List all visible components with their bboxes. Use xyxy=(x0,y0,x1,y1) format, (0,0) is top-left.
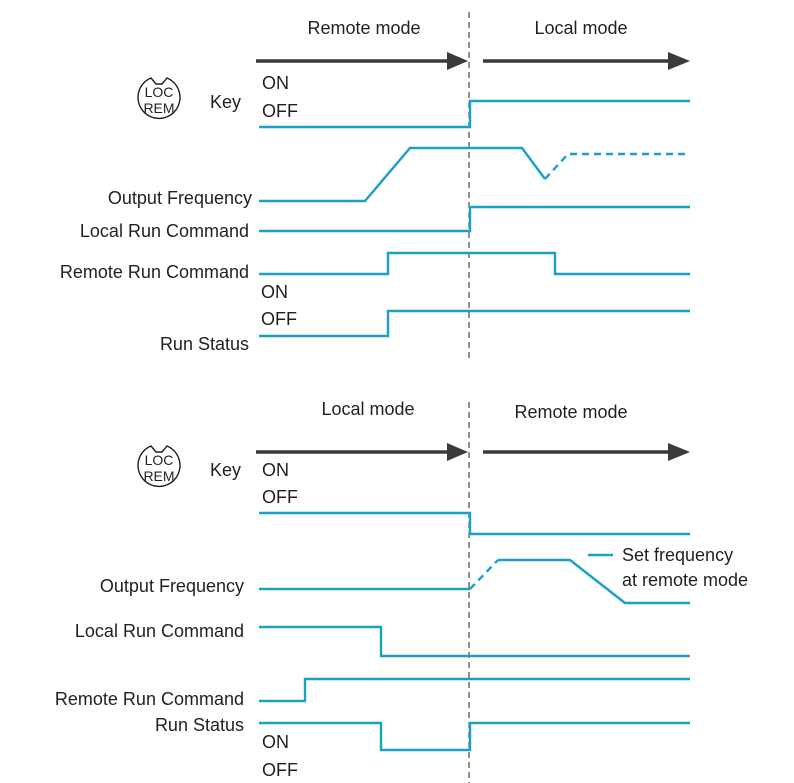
top-remote-run-command-label: Remote Run Command xyxy=(60,262,249,282)
bottom-run-status-signal xyxy=(259,721,690,752)
bottom-on-label-2: ON xyxy=(262,732,289,752)
bottom-off-label-2: OFF xyxy=(262,760,298,780)
top-timing-chart: Remote mode Local mode LOC REM Key ON OF… xyxy=(60,12,690,358)
top-off-label-2: OFF xyxy=(261,309,297,329)
bottom-output-frequency-label: Output Frequency xyxy=(100,576,244,596)
top-key-on-label: ON xyxy=(262,73,289,93)
top-run-status-signal xyxy=(259,309,690,338)
bottom-mode-left-label: Local mode xyxy=(321,399,414,419)
bottom-output-frequency-dashed xyxy=(469,559,499,590)
bottom-loc-rem-key-icon: LOC REM xyxy=(137,445,181,488)
svg-text:REM: REM xyxy=(143,468,174,484)
bottom-mode-left-arrowhead xyxy=(447,443,468,461)
top-mode-left-label: Remote mode xyxy=(307,18,420,38)
top-output-frequency-label: Output Frequency xyxy=(108,188,252,208)
top-mode-left-arrowhead xyxy=(447,52,468,70)
top-output-frequency-dashed xyxy=(544,152,690,180)
top-output-frequency-signal xyxy=(259,146,546,203)
top-run-status-label: Run Status xyxy=(160,334,249,354)
top-local-run-command-label: Local Run Command xyxy=(80,221,249,241)
top-loc-rem-key-icon: LOC REM xyxy=(137,77,181,120)
bottom-key-off-label: OFF xyxy=(262,487,298,507)
bottom-run-status-label: Run Status xyxy=(155,715,244,735)
bottom-mode-right-arrowhead xyxy=(668,443,690,461)
top-key-label: Key xyxy=(210,92,241,112)
bottom-key-signal xyxy=(259,511,690,536)
svg-text:LOC: LOC xyxy=(145,84,174,100)
bottom-key-label: Key xyxy=(210,460,241,480)
bottom-legend-line1: Set frequency xyxy=(622,545,733,565)
bottom-remote-run-command-label: Remote Run Command xyxy=(55,689,244,709)
bottom-local-run-command-signal xyxy=(259,625,690,658)
svg-text:LOC: LOC xyxy=(145,452,174,468)
bottom-timing-chart: Local mode Remote mode LOC REM Key ON OF… xyxy=(55,399,748,783)
bottom-legend-line2: at remote mode xyxy=(622,570,748,590)
svg-text:REM: REM xyxy=(143,100,174,116)
top-on-label-2: ON xyxy=(261,282,288,302)
top-mode-right-arrowhead xyxy=(668,52,690,70)
bottom-mode-right-label: Remote mode xyxy=(514,402,627,422)
top-key-off-label: OFF xyxy=(262,101,298,121)
bottom-local-run-command-label: Local Run Command xyxy=(75,621,244,641)
bottom-remote-run-command-signal xyxy=(259,677,690,703)
bottom-set-frequency-signal xyxy=(498,558,690,605)
top-mode-right-label: Local mode xyxy=(534,18,627,38)
bottom-key-on-label: ON xyxy=(262,460,289,480)
top-key-signal xyxy=(259,99,690,129)
top-remote-run-command-signal xyxy=(259,251,690,276)
top-local-run-command-signal xyxy=(259,205,690,233)
